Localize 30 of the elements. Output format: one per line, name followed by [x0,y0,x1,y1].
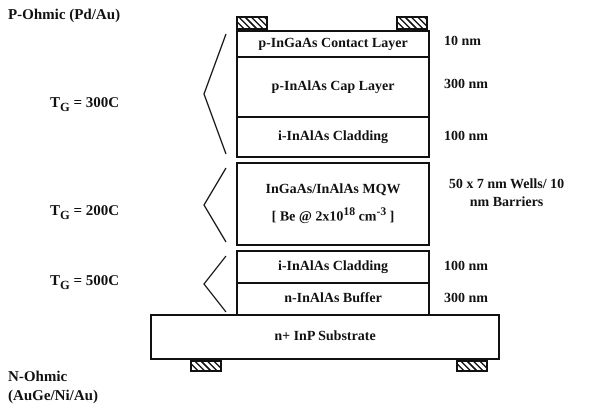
thickness-label: 10 nm [444,33,481,51]
layer-name: n-InAlAs Buffer [284,290,382,308]
layer-name: n+ InP Substrate [274,328,376,346]
layer-box [236,30,430,58]
thickness-label: 100 nm [444,128,488,146]
layer-name: i-InAlAs Cladding [278,128,388,146]
contact-pad [190,360,222,372]
thickness-label: 300 nm [444,76,488,94]
layer-box [236,282,430,316]
contact-label: P-Ohmic (Pd/Au) [8,6,120,25]
layer-box [236,56,430,118]
thickness-label: 300 nm [444,290,488,308]
contact-label: N-Ohmic (AuGe/Ni/Au) [8,368,99,406]
growth-temperature-label: T$_{G}$ = 300C [50,94,120,116]
doping-text: [ Be @ 2x10$^{18}$ cm$^{-3}$ ] [272,204,394,227]
growth-temperature-label: T$_{G}$ = 200C [50,202,120,224]
layer-name: i-InAlAs Cladding [278,258,388,276]
thickness-label: 100 nm [444,258,488,276]
contact-pad [236,16,268,30]
layer-box [236,162,430,246]
contact-pad [456,360,488,372]
contact-pad [396,16,428,30]
growth-temperature-label: T$_{G}$ = 500C [50,272,120,294]
layer-box [236,116,430,158]
layer-name: p-InAlAs Cap Layer [272,78,394,96]
layer-box [236,250,430,284]
substrate-layer [150,314,500,360]
layer-name: p-InGaAs Contact Layer [258,35,408,53]
thickness-label: 50 x 7 nm Wells/ 10 nm Barriers [448,176,566,212]
layer-name: InGaAs/InAlAs MQW [266,181,400,200]
